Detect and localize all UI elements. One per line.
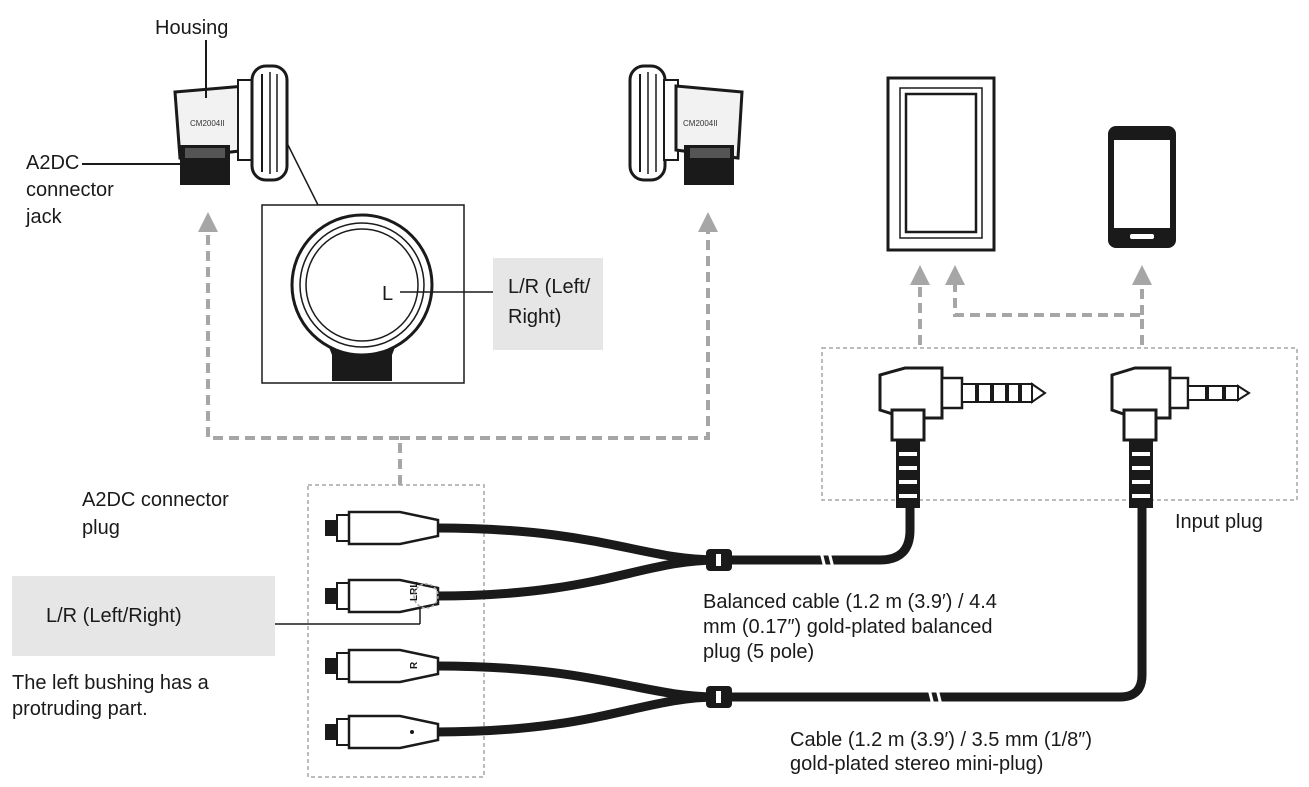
housing-label: Housing	[155, 17, 229, 39]
right-earphone-model: CM2004II	[683, 119, 718, 128]
lr-callout-label: L/R (Left/ Right)	[508, 276, 591, 328]
a2dc-plug-4	[325, 714, 440, 750]
input-plug-label: Input plug	[1175, 511, 1263, 533]
lr-plug-label: L/R (Left/Right)	[46, 605, 182, 627]
left-earphone-model: CM2004II	[190, 119, 225, 128]
balanced-cable-label: Balanced cable (1.2 m (3.9′) / 4.4 mm (0…	[703, 591, 997, 663]
a2dc-plug-1	[325, 510, 440, 546]
a2dc-plug-2: LRL	[325, 578, 440, 614]
dap-device-icon	[886, 76, 996, 252]
callout-lines	[287, 144, 360, 206]
stereo-cable-label: Cable (1.2 m (3.9′) / 3.5 mm (1/8″) gold…	[790, 729, 1093, 775]
input-plug-box	[821, 347, 1298, 501]
cables	[430, 500, 1147, 737]
cable-splitters	[706, 549, 732, 708]
cable-breaks	[818, 547, 944, 710]
connection-arrows	[198, 212, 1152, 485]
bushing-note: The left bushing has a protruding part.	[12, 672, 209, 720]
a2dc-plug-box	[307, 484, 485, 778]
lr-callout-label-box	[493, 258, 603, 350]
lr-plug-label-box	[12, 576, 275, 656]
a2dc-plug-3: R	[325, 648, 440, 684]
a2dc-plug-label: A2DC connector plug	[82, 489, 229, 539]
right-earphone: CM2004II	[628, 64, 744, 185]
left-earphone: CM2004II	[173, 64, 289, 185]
lr-mark: L	[382, 283, 393, 305]
smartphone-icon	[1108, 126, 1176, 248]
balanced-plug	[878, 366, 1047, 508]
lr-callout-box: L	[261, 204, 493, 384]
stereo-mini-plug	[1110, 366, 1251, 508]
a2dc-jack-label: A2DC connector jack	[26, 152, 114, 228]
svg-text:R: R	[409, 661, 420, 669]
